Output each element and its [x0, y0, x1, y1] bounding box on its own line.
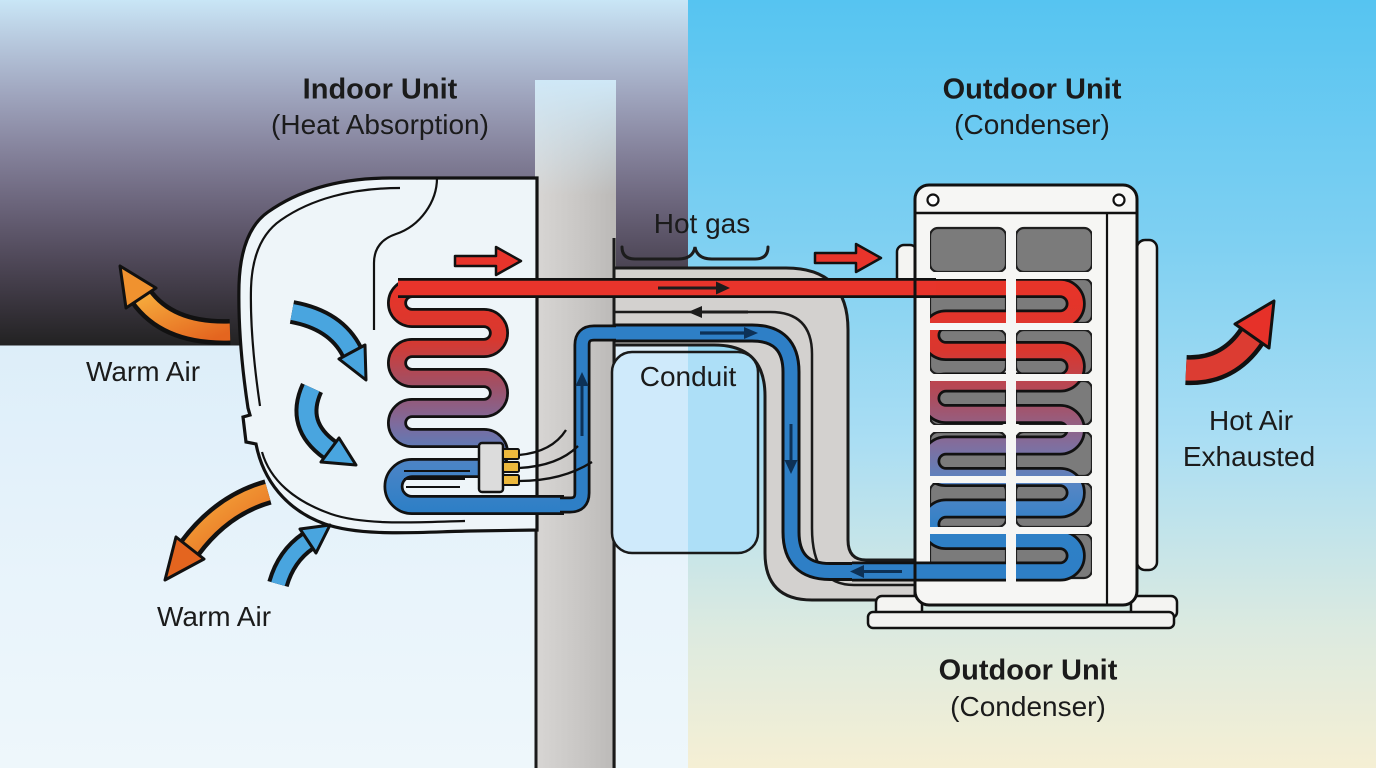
indoor-unit-inner-line: [249, 186, 466, 524]
intake-air-arrow-upper-icon: [289, 300, 368, 382]
hot-gas-flow-arrow-outdoor-icon: [813, 242, 883, 274]
hot-gas-brace: [620, 245, 770, 261]
warm-air-arrow-up-left-icon: [118, 264, 231, 346]
grill-frame: [917, 213, 1136, 603]
outdoor-unit: [852, 183, 1179, 630]
pipe-flow-arrows: [575, 281, 902, 578]
screw-icon: [1112, 193, 1126, 207]
intake-air-arrow-bottom-icon: [267, 523, 332, 588]
connector-pin: [502, 474, 520, 486]
indoor-unit-subtitle: (Heat Absorption): [271, 108, 489, 140]
hot-gas-label: Hot gas: [653, 207, 751, 239]
outdoor-unit-subtitle-top: (Condenser): [954, 108, 1110, 140]
connector-wires: [518, 429, 593, 483]
indoor-unit-title: Indoor Unit: [302, 73, 458, 106]
conduit-window: [610, 350, 760, 555]
screw-icon: [926, 193, 940, 207]
connector-pin: [502, 448, 520, 460]
hot-air-arrow-icon: [1185, 299, 1276, 386]
hot-air-label-line1: Hot Air: [1208, 404, 1294, 436]
outdoor-unit-subtitle-bottom: (Condenser): [950, 690, 1106, 722]
coil-detail-lines: [404, 470, 470, 488]
indoor-unit-panel-line: [372, 177, 439, 330]
rear-bracket-right: [1135, 238, 1159, 572]
hot-gas-flow-arrow-indoor-icon: [453, 245, 523, 277]
conduit-label: Conduit: [639, 360, 737, 392]
base-bar: [866, 610, 1176, 630]
hot-air-label-line2: Exhausted: [1182, 440, 1316, 472]
outdoor-unit-title-bottom: Outdoor Unit: [938, 654, 1118, 687]
warm-air-label-lower: Warm Air: [156, 600, 272, 632]
outdoor-unit-title-top: Outdoor Unit: [942, 73, 1122, 106]
conduit-wire: [614, 310, 918, 587]
cabinet-outline: [913, 183, 1139, 607]
warm-air-arrow-down-left-icon: [163, 479, 272, 582]
intake-air-arrow-lower-icon: [294, 382, 358, 467]
connector-pin: [502, 461, 520, 473]
warm-air-label-upper: Warm Air: [85, 355, 201, 387]
connector-block: [477, 429, 593, 494]
